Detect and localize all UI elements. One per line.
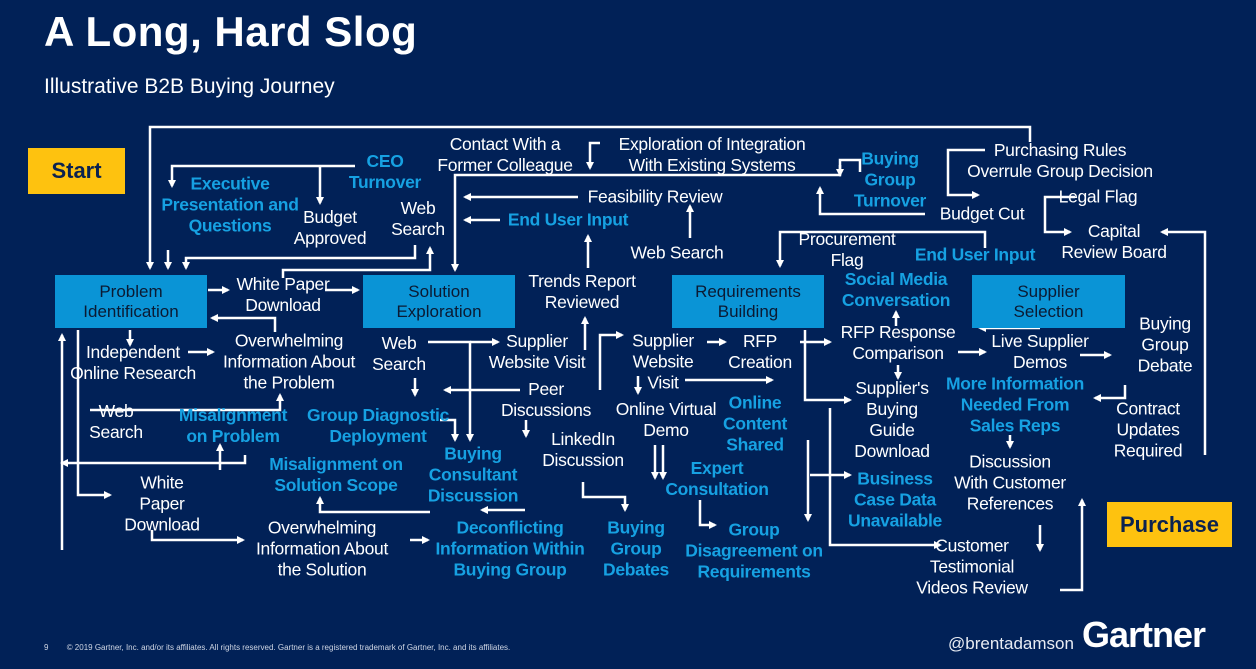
arrow — [698, 500, 717, 529]
node: RFP Response Comparison — [840, 322, 956, 363]
node-highlight: Social Media Conversation — [841, 269, 951, 310]
arrow — [150, 530, 245, 544]
node-highlight: Misalignment on Problem — [178, 405, 288, 446]
node: Budget Approved — [293, 207, 367, 248]
node-highlight: Buying Group Turnover — [853, 148, 927, 211]
arrow — [946, 148, 985, 199]
node: LinkedIn Discussion — [542, 429, 624, 470]
arrow — [440, 418, 459, 442]
node: Trends Report Reviewed — [528, 271, 636, 312]
arrow — [828, 408, 942, 549]
node-highlight: Deconflicting Information Within Buying … — [435, 517, 585, 580]
node: Capital Review Board — [1061, 221, 1167, 262]
node-highlight: CEO Turnover — [348, 151, 422, 192]
node: Discussion With Customer References — [954, 451, 1066, 514]
node: Customer Testimonial Videos Review — [916, 535, 1028, 598]
node: Live Supplier Demos — [991, 331, 1089, 372]
arrow — [1093, 385, 1127, 402]
node-highlight: End User Input — [507, 209, 629, 230]
copyright: © 2019 Gartner, Inc. and/or its affiliat… — [66, 643, 511, 652]
start-badge: Start — [28, 148, 125, 194]
arrow — [1060, 498, 1086, 592]
node: Supplier's Buying Guide Download — [854, 378, 930, 461]
arrow — [60, 455, 247, 467]
node: Budget Cut — [939, 203, 1025, 224]
arrow — [598, 331, 624, 390]
slide-subtitle: Illustrative B2B Buying Journey — [44, 75, 335, 98]
arrow — [836, 158, 862, 177]
twitter-handle: @brentadamson — [948, 634, 1074, 653]
node-highlight: Buying Group Debates — [603, 517, 669, 580]
node: White Paper Download — [124, 472, 200, 535]
arrow — [316, 496, 430, 514]
node-highlight: Expert Consultation — [665, 458, 769, 499]
node-highlight: Group Diagnostic Deployment — [306, 405, 450, 446]
node-highlight: Executive Presentation and Questions — [161, 173, 299, 236]
node: Independent Online Research — [70, 342, 196, 383]
node-highlight: More Information Needed From Sales Reps — [945, 373, 1085, 436]
node-highlight: End User Input — [914, 244, 1036, 265]
stage-supplier-selection: Supplier Selection — [972, 275, 1125, 328]
arrow — [76, 330, 112, 499]
node-highlight: Business Case Data Unavailable — [848, 468, 942, 531]
node: Overwhelming Information About the Solut… — [255, 517, 389, 580]
node: Legal Flag — [1058, 186, 1138, 207]
gartner-logo: Gartner — [1082, 614, 1206, 655]
node-highlight: Online Content Shared — [723, 392, 787, 455]
footer: 9 © 2019 Gartner, Inc. and/or its affili… — [44, 643, 526, 652]
arrow — [586, 141, 600, 170]
node: Contract Updates Required — [1113, 398, 1183, 461]
node: Supplier Website Visit — [632, 330, 694, 393]
stage-solution-exploration: Solution Exploration — [363, 275, 515, 328]
arrow — [776, 230, 987, 268]
node: Web Search — [372, 333, 426, 374]
arrow — [803, 330, 852, 404]
arrow — [581, 482, 629, 512]
node-highlight: Group Disagreement on Requirements — [685, 519, 823, 582]
node-highlight: Misalignment on Solution Scope — [269, 454, 403, 495]
arrow — [1160, 228, 1207, 455]
node: Overwhelming Information About the Probl… — [222, 330, 356, 393]
node: Web Search — [89, 401, 143, 442]
arrow — [90, 393, 284, 412]
node: Feasibility Review — [587, 186, 723, 207]
node: Exploration of Integration With Existing… — [618, 134, 806, 175]
node: RFP Creation — [728, 331, 792, 372]
arrow — [168, 164, 355, 188]
arrow — [816, 186, 925, 216]
arrow — [146, 125, 1032, 270]
node-highlight: Buying Consultant Discussion — [427, 443, 519, 506]
node: Online Virtual Demo — [615, 399, 717, 440]
page-number: 9 — [44, 643, 49, 652]
node: Web Search — [630, 242, 724, 263]
node: Purchasing Rules Overrule Group Decision — [967, 140, 1153, 181]
node: White Paper Download — [236, 274, 330, 315]
stage-requirements-building: Requirements Building — [672, 275, 824, 328]
purchase-badge: Purchase — [1107, 502, 1232, 547]
arrow — [281, 246, 434, 278]
node: Peer Discussions — [500, 379, 592, 420]
slide-title: A Long, Hard Slog — [44, 8, 418, 55]
node: Procurement Flag — [798, 229, 896, 270]
arrow — [1043, 195, 1075, 236]
node: Supplier Website Visit — [488, 331, 586, 372]
node: Web Search — [391, 198, 445, 239]
arrow — [182, 245, 417, 270]
stage-problem-identification: Problem Identification — [55, 275, 207, 328]
node: Contact With a Former Colleague — [437, 134, 573, 175]
arrow — [210, 314, 277, 332]
node: Buying Group Debate — [1137, 313, 1193, 376]
